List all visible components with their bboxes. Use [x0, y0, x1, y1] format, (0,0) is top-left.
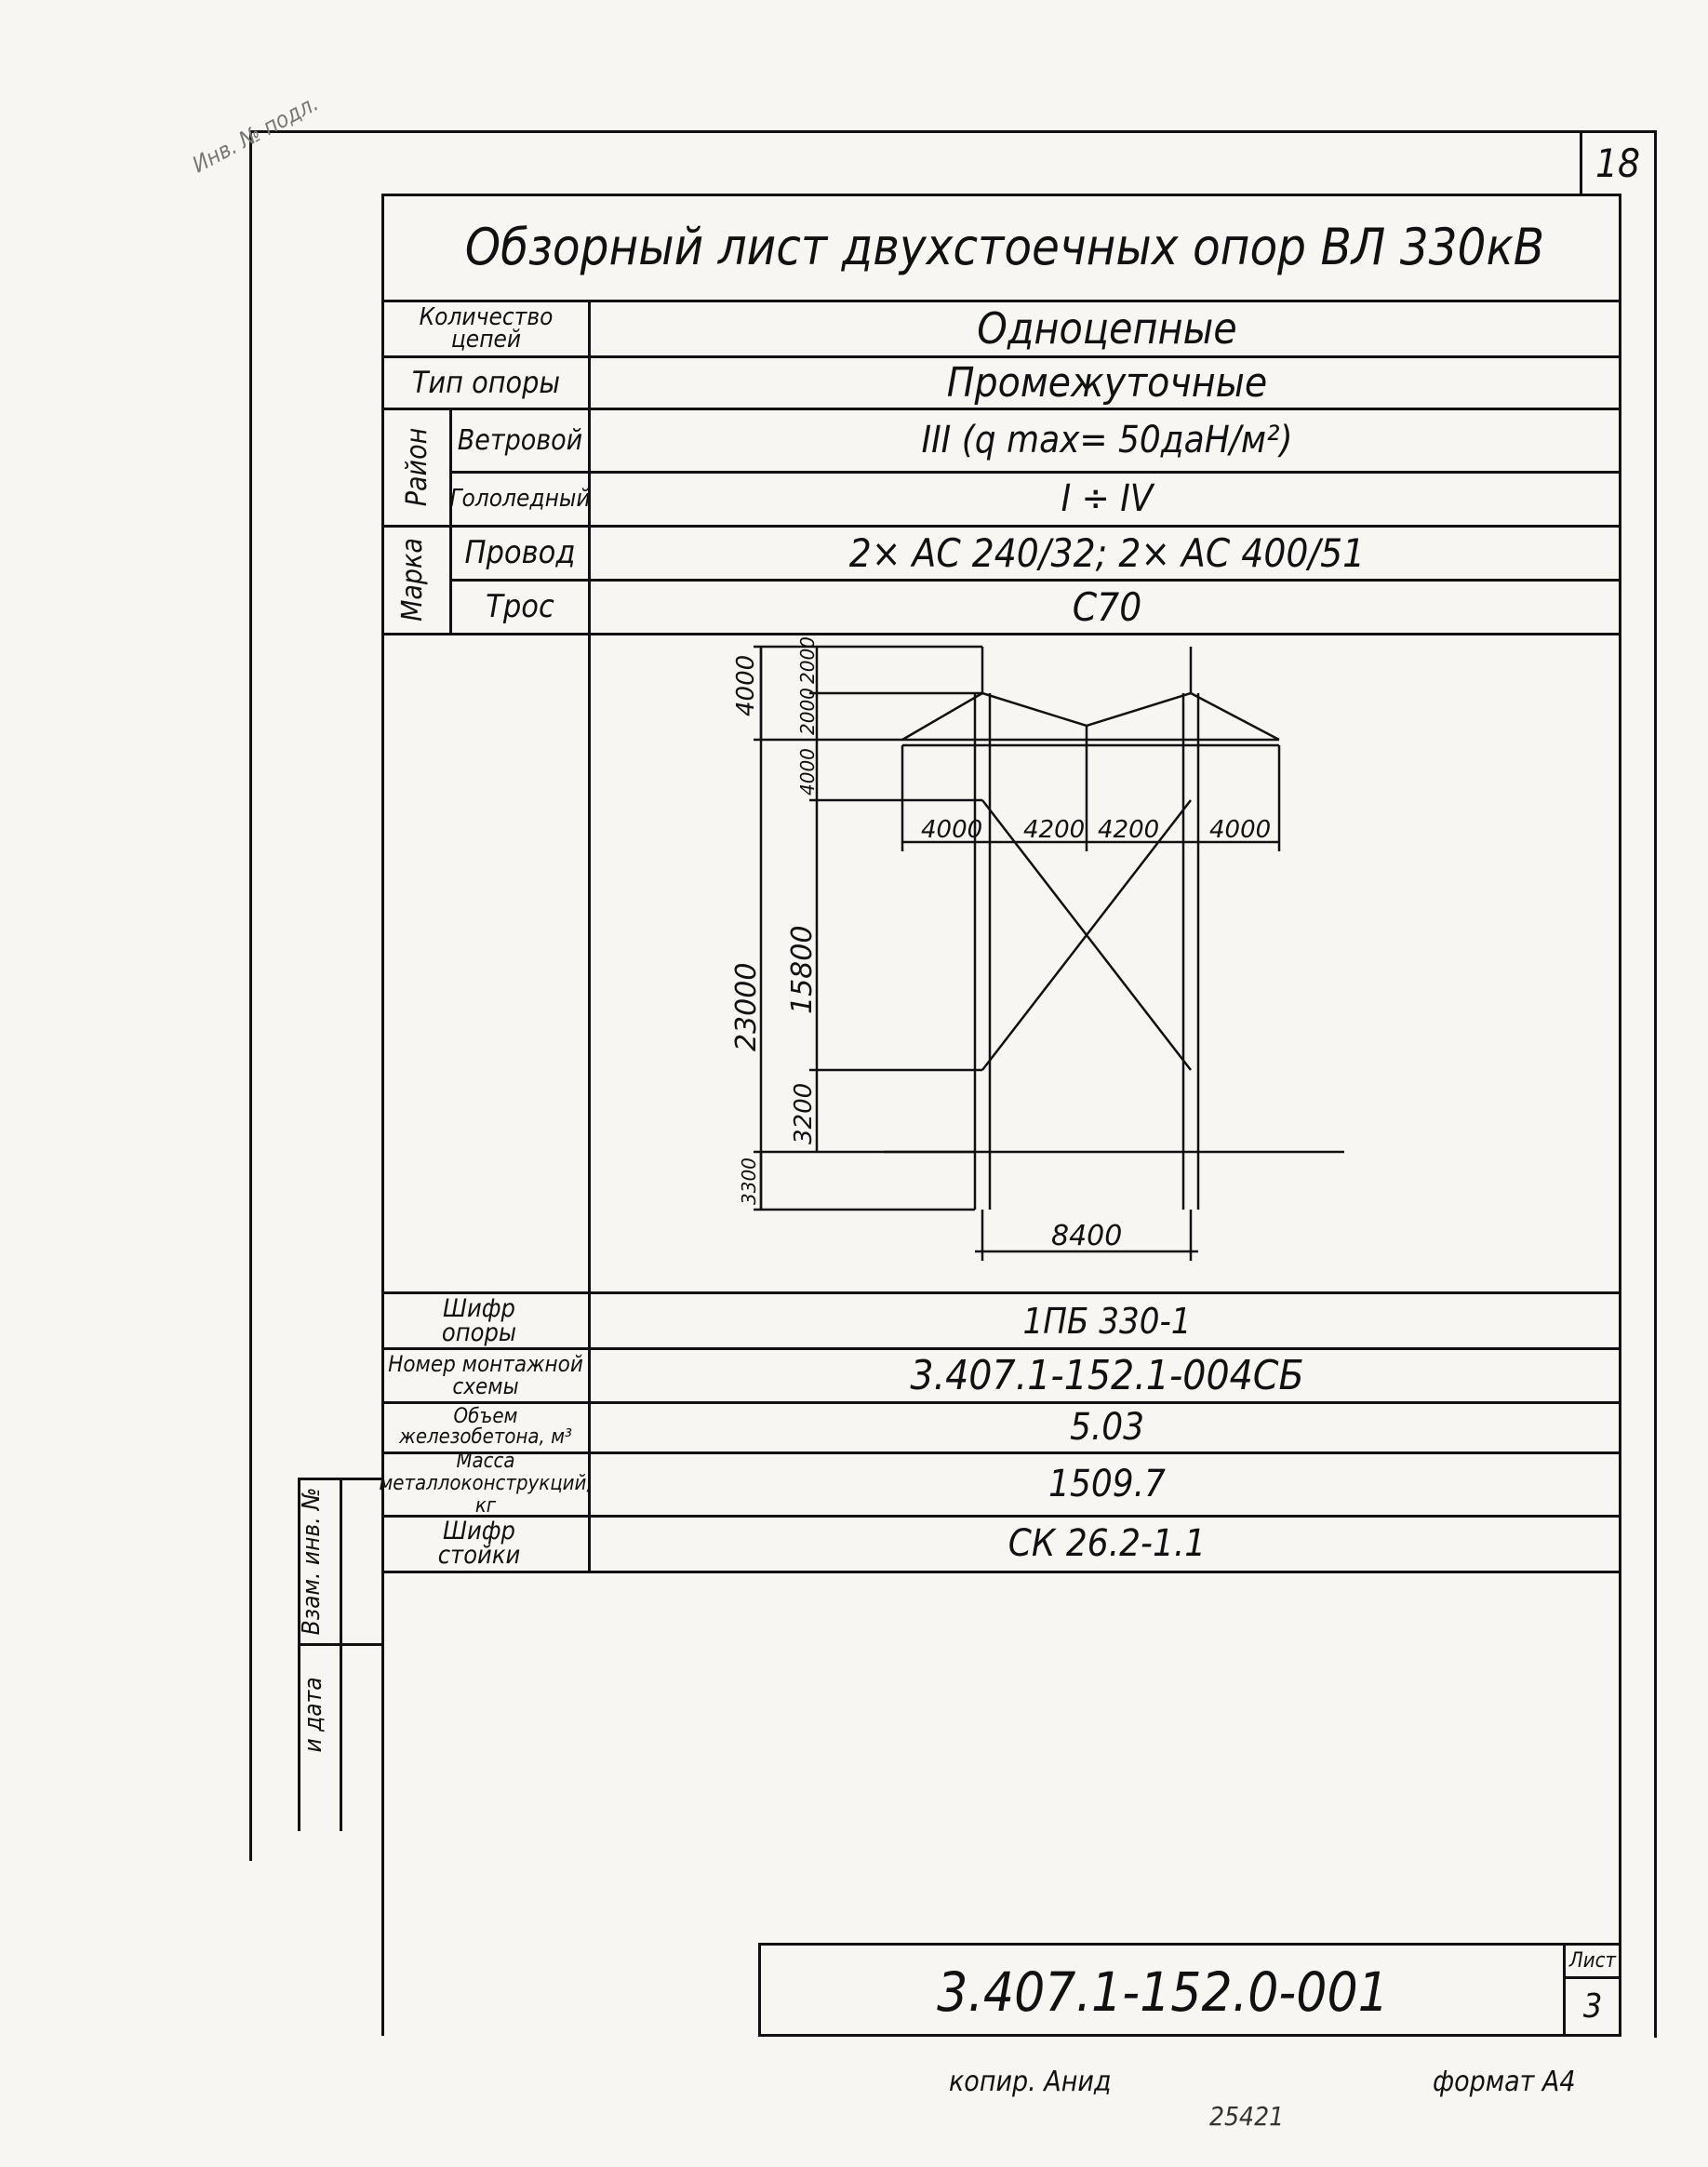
col-divider: [588, 300, 591, 635]
sheet-number-top: 18: [1595, 140, 1641, 186]
ice-label: Гололедный: [449, 485, 591, 513]
type-value: Промежуточные: [946, 358, 1268, 407]
row-line-4: [381, 525, 1619, 528]
cable-label: Трос: [486, 588, 554, 625]
dim-3200: 3200: [790, 1083, 818, 1144]
stamp-sheet-left: [1563, 1943, 1566, 2036]
page-title: Обзорный лист двухстоечных опор ВЛ 330кВ: [464, 217, 1545, 276]
drawing-col-divider: [588, 633, 591, 1572]
dim-base: 8400: [1051, 1220, 1122, 1252]
circuits-value: Одноцепные: [977, 303, 1237, 354]
footer-format: формат А4: [1433, 2066, 1576, 2098]
side-stamp-date: и дата: [300, 1677, 327, 1753]
footer-copied: копир. Анид: [949, 2066, 1112, 2098]
wind-value: III (q max= 50даН/м²): [921, 419, 1293, 461]
dim-3300: 3300: [738, 1157, 760, 1205]
outer-frame-right: [1654, 130, 1657, 2038]
dim-h3: 4200: [1098, 816, 1159, 844]
footer-number: 25421: [1209, 2101, 1285, 2132]
dim-h2: 4200: [1023, 816, 1085, 844]
wire-value: 2× АС 240/32; 2× АС 400/51: [848, 529, 1366, 576]
frame-left: [381, 194, 384, 2036]
spec-line-1: [381, 1347, 1619, 1350]
scheme-label: Номер монтажной схемы: [388, 1351, 583, 1399]
doc-code: 3.407.1-152.0-001: [937, 1960, 1389, 2024]
frame-right: [1619, 194, 1621, 2036]
scheme-value: 3.407.1-152.1-004СБ: [910, 1351, 1304, 1399]
row-line-2: [381, 408, 1619, 410]
side-stamp-inv: Взам. инв. №: [298, 1487, 326, 1636]
wind-label: Ветровой: [457, 423, 583, 457]
frame-top: [381, 194, 1619, 196]
spec-line-5: [381, 1571, 1619, 1573]
dim-2000-a: 2000: [796, 636, 819, 684]
wire-label: Провод: [464, 534, 576, 571]
row-line-1: [381, 355, 1619, 358]
concrete-value: 5.03: [1069, 1406, 1145, 1449]
spec-line-2: [381, 1401, 1619, 1404]
spec-line-3: [381, 1451, 1619, 1454]
title-underline: [381, 300, 1619, 302]
ground-wire: [901, 691, 1280, 742]
ice-value: I ÷ IV: [1061, 477, 1154, 520]
metal-label: Масса металлоконструкций, кг: [379, 1450, 593, 1518]
stamp-left: [758, 1943, 761, 2036]
brace-2: [981, 799, 1192, 1071]
spec-line-4: [381, 1515, 1619, 1518]
stamp-top: [758, 1943, 1621, 1946]
row-line-3: [451, 471, 1619, 474]
code-label: Шифр опоры: [441, 1293, 517, 1347]
dim-15800: 15800: [786, 926, 819, 1014]
post-label: Шифр стойки: [437, 1517, 521, 1570]
side-stamp-top: [298, 1478, 383, 1480]
group-divider-brand: [449, 525, 452, 635]
dim-4000-mid: 4000: [796, 748, 819, 796]
concrete-label: Объем железобетона, м³: [398, 1405, 572, 1449]
dim-2000-b: 2000: [796, 688, 819, 735]
dim-h1: 4000: [921, 816, 982, 844]
side-stamp-inner: [340, 1478, 342, 1831]
row-line-5: [451, 579, 1619, 582]
stamp-sheet-mid: [1563, 1976, 1621, 1979]
spec-line-0: [381, 1291, 1619, 1294]
dim-4000-top: 4000: [732, 655, 760, 716]
sheet-label: Лист: [1568, 1948, 1617, 1973]
outer-frame-left: [249, 130, 252, 1861]
post-value: СК 26.2-1.1: [1007, 1522, 1207, 1565]
side-stamp-outer: [298, 1478, 300, 1831]
type-label: Тип опоры: [411, 365, 561, 400]
circuits-label: Количество цепей: [419, 303, 554, 354]
group-divider-region: [449, 408, 452, 527]
cable-value: С70: [1072, 583, 1142, 630]
outer-frame-top: [249, 130, 1656, 133]
side-stamp-mid: [298, 1643, 383, 1646]
metal-value: 1509.7: [1048, 1463, 1166, 1505]
code-value: 1ПБ 330-1: [1022, 1300, 1192, 1342]
sheet-box-left: [1580, 130, 1582, 194]
frame-bottom: [758, 2034, 1621, 2037]
sheet-value: 3: [1582, 1986, 1603, 2026]
row-line-6: [381, 633, 1619, 635]
dim-h4: 4000: [1209, 816, 1271, 844]
dim-23000: 23000: [730, 963, 763, 1051]
